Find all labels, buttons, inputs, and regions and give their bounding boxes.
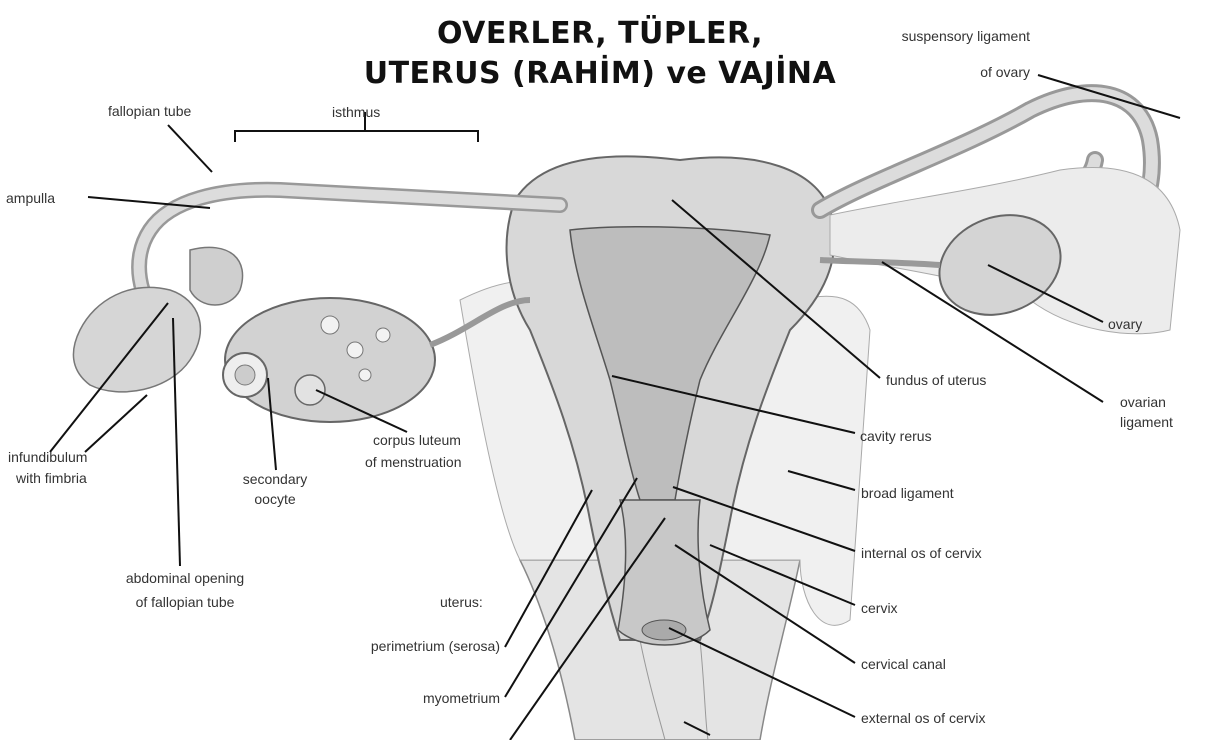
label-infundibulum: infundibulum [8,449,87,466]
label-internal-os-of-cervix: internal os of cervix [861,545,982,562]
label-external-os-of-cervix: external os of cervix [861,710,986,727]
label-secondary-oocyte: secondary [220,471,330,488]
label-isthmus: isthmus [332,104,380,121]
label-cavity-uterus: cavity rerus [860,428,932,445]
label-fallopian-tube: fallopian tube [108,103,191,120]
label-ovarian-ligament-2: ligament [1120,414,1173,431]
label-ovary: ovary [1108,316,1142,333]
label-cervix: cervix [861,600,898,617]
label-ovarian-ligament: ovarian [1120,394,1166,411]
label-abdominal-opening: abdominal opening [100,570,270,587]
label-suspensory-ligament-2: of ovary [850,64,1030,81]
label-fundus-of-uterus: fundus of uterus [886,372,986,389]
label-suspensory-ligament: suspensory ligament [850,28,1030,45]
title-line-2: UTERUS (RAHİM) ve VAJİNA [350,56,850,91]
label-ampulla: ampulla [6,190,55,207]
label-corpus-luteum-2: of menstruation [365,454,462,471]
left-fimbriae [73,287,200,391]
label-perimetrium: perimetrium (serosa) [300,638,500,655]
secondary-oocyte-follicle [295,375,325,405]
label-cervical-canal: cervical canal [861,656,946,673]
label-secondary-oocyte-2: oocyte [220,491,330,508]
label-myometrium: myometrium [360,690,500,707]
title-line-1: OVERLER, TÜPLER, [400,16,800,51]
label-uterus: uterus: [440,594,483,611]
label-corpus-luteum: corpus luteum [373,432,461,449]
label-broad-ligament: broad ligament [861,485,954,502]
label-abdominal-opening-2: of fallopian tube [100,594,270,611]
label-infundibulum-2: with fimbria [16,470,87,487]
external-os-shape [642,620,686,640]
